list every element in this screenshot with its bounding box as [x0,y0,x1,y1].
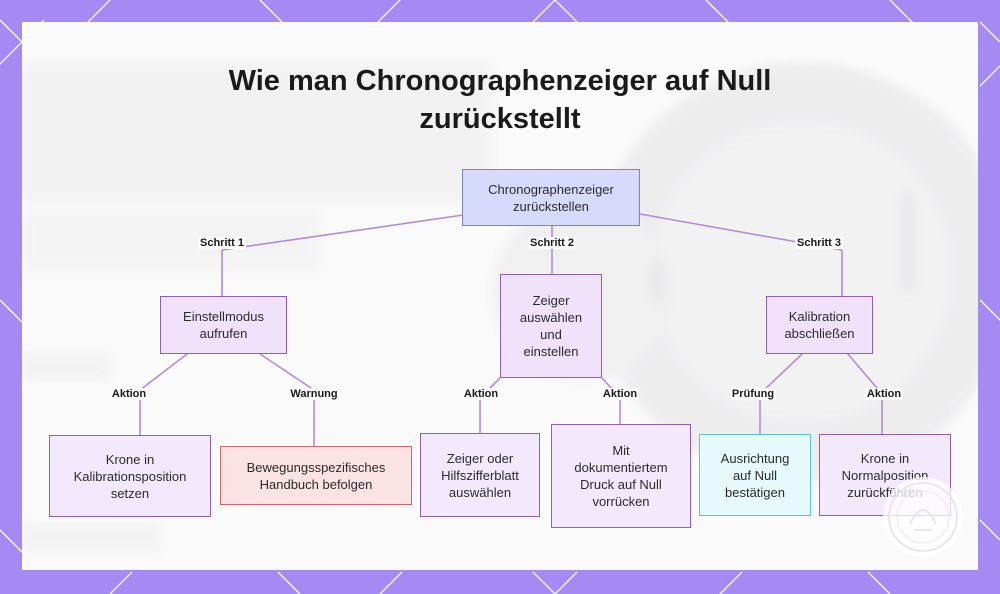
edge-label-action-2: Aktion [461,388,501,400]
edge-label-step3: Schritt 3 [794,237,844,249]
root-node: Chronographenzeiger zurückstellen [462,169,640,226]
step-3-line-2: abschließen [784,326,855,341]
leaf-3-line-1: Zeiger oder [446,450,514,466]
leaf-advance-to-zero: Mit dokumentiertem Druck auf Null vorrüc… [551,424,691,528]
leaf-crown-calibration: Krone in Kalibrationsposition setzen [49,435,211,517]
leaf-5-line-2: auf Null [732,467,778,483]
title-line-1: Wie man Chronographenzeiger auf Null [228,65,772,97]
leaf-select-hand: Zeiger oder Hilfszifferblatt auswählen [420,433,540,517]
leaf-follow-manual-warning: Bewegungsspezifisches Handbuch befolgen [220,446,412,505]
step-2-line-3: und [540,327,562,342]
leaf-2-line-1: Bewegungsspezifisches [246,459,386,475]
edge-step3-leaf5 [759,353,803,395]
step-1-line-1: Einstellmodus [183,309,264,324]
leaf-5-line-1: Ausrichtung [720,450,790,466]
leaf-3-line-2: Hilfszifferblatt [441,467,519,483]
leaf-1-line-3: setzen [110,485,150,501]
edge-label-step2: Schritt 2 [527,237,577,249]
edge-label-action-1: Aktion [109,388,149,400]
leaf-4-line-1: Mit [612,443,630,458]
leaf-1-line-2: Kalibrationsposition [73,468,187,484]
edge-label-step1: Schritt 1 [197,237,247,249]
leaf-4-line-2: dokumentiertem [574,460,668,475]
page-title: Wie man Chronographenzeiger auf Null zur… [22,62,978,138]
leaf-4-line-4: vorrücken [592,494,650,509]
step-2-node: Zeiger auswählen und einstellen [500,274,602,378]
edge-label-check: Prüfung [729,388,777,400]
edge-step3-leaf6 [847,353,883,395]
leaf-6-line-2: Normalposition [841,467,929,483]
leaf-1-line-1: Krone in [105,451,155,467]
edge-label-action-3: Aktion [600,388,640,400]
edge-label-action-4: Aktion [864,388,904,400]
step-3-node: Kalibration abschließen [766,296,873,354]
leaf-5-line-3: bestätigen [725,484,785,500]
diagram-card: Wie man Chronographenzeiger auf Null zur… [22,22,978,570]
step-2-line-2: auswählen [519,310,583,325]
edge-step1-leaf1 [139,353,188,391]
step-2-line-4: einstellen [523,344,579,359]
leaf-4-line-3: Druck auf Null [580,477,662,492]
root-line-1: Chronographenzeiger [488,181,614,197]
leaf-6-line-1: Krone in [860,450,910,466]
title-line-2: zurückstellt [419,103,581,135]
edge-root-step1 [221,213,471,251]
leaf-confirm-alignment: Ausrichtung auf Null bestätigen [699,434,811,516]
leaf-2-line-2: Handbuch befolgen [259,476,373,492]
brand-seal-icon [883,477,963,557]
edge-label-warning: Warnung [288,388,340,400]
leaf-3-line-3: auswählen [448,484,512,500]
edge-step1-leaf2 [259,353,315,391]
step-1-line-2: aufrufen [199,326,248,341]
step-2-line-1: Zeiger [532,293,570,308]
step-1-node: Einstellmodus aufrufen [160,296,287,354]
step-3-line-1: Kalibration [788,309,851,324]
root-line-2: zurückstellen [513,198,589,214]
